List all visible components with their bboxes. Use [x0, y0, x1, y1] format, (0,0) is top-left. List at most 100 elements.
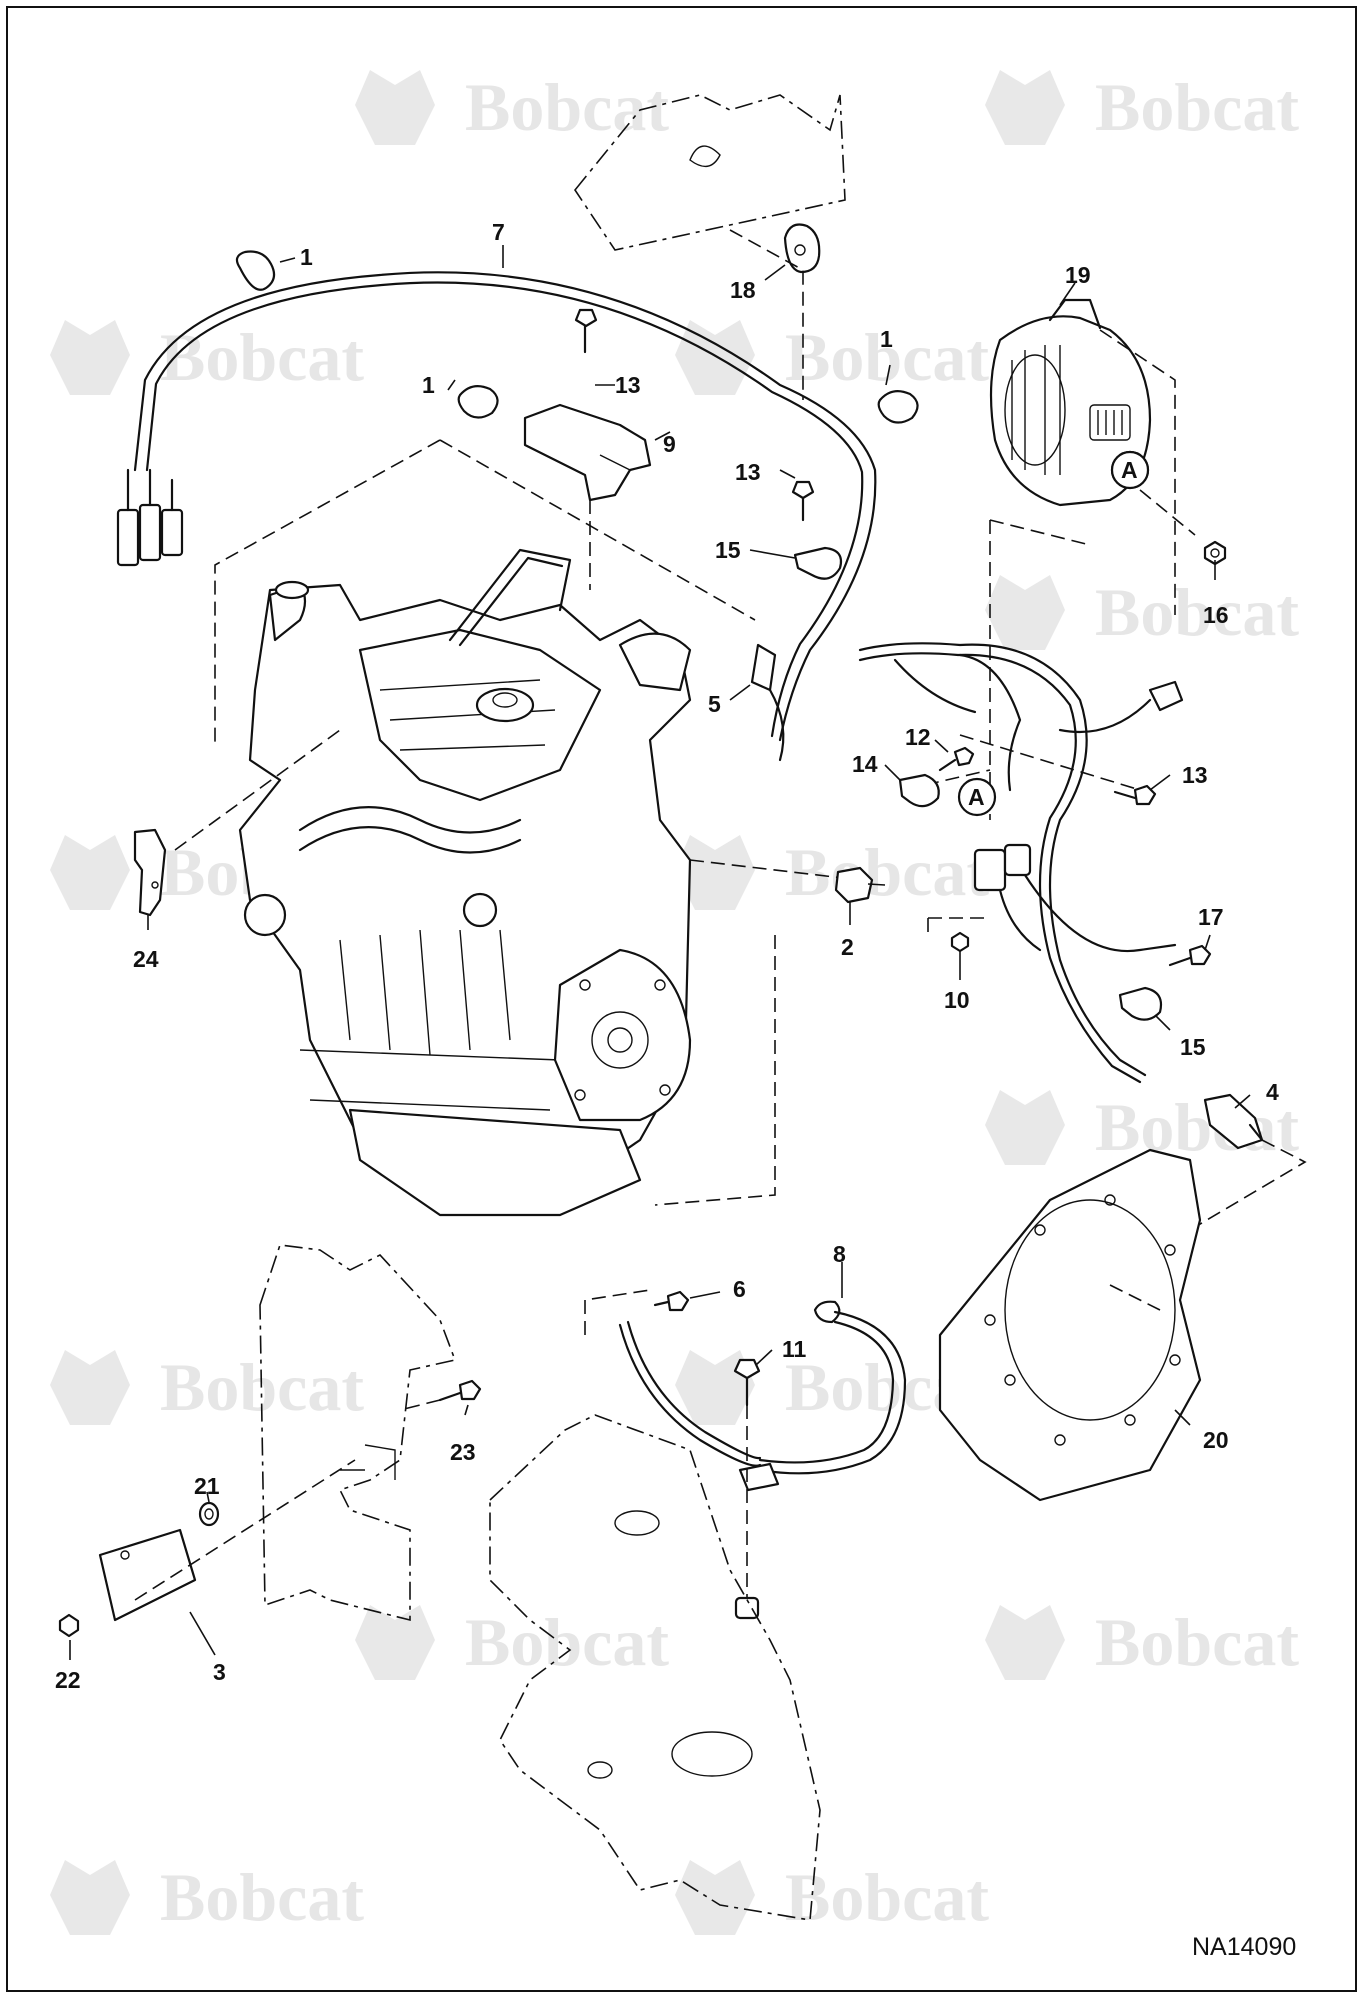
watermark-logo: Bobcat [50, 1859, 364, 1935]
nut-11-lower [734, 1596, 760, 1620]
right-harness [858, 642, 1147, 1077]
washer-21 [198, 1501, 220, 1527]
nut-16 [1203, 540, 1227, 566]
view-label-a-harness: A [968, 784, 985, 810]
callout-1-middle: 1 [422, 372, 435, 398]
view-label-circle-alternator [1110, 450, 1150, 490]
watermark-text: Bobcat [785, 834, 989, 910]
callout-20: 20 [1203, 1427, 1229, 1453]
callout-21: 21 [194, 1473, 220, 1499]
callout-18: 18 [730, 277, 756, 303]
watermark-logo: Bobcat [675, 834, 989, 910]
bolt-12 [938, 746, 975, 772]
watermark-logo: Bobcat [355, 69, 669, 145]
callout-line-18 [729, 229, 804, 400]
callout-12: 12 [905, 724, 931, 750]
callout-4: 4 [1266, 1079, 1279, 1105]
bolt-11 [733, 1358, 761, 1407]
watermark-text: Bobcat [1095, 1089, 1299, 1165]
harness-lead [893, 658, 977, 714]
adapter-plate-20 [938, 1148, 1202, 1502]
cover-3 [98, 1528, 197, 1622]
clamp-1-middle [457, 384, 499, 419]
callout-24: 24 [133, 946, 159, 972]
watermark-text: Bobcat [160, 1859, 364, 1935]
callout-line-2 [689, 859, 861, 881]
callout-7: 7 [492, 219, 505, 245]
callout-line-24 [174, 729, 341, 851]
callout-16: 16 [1203, 602, 1229, 628]
callout-3: 3 [213, 1659, 226, 1685]
callout-line-13r [959, 734, 1141, 791]
bolt-13-top [574, 308, 598, 354]
callout-2: 2 [841, 934, 854, 960]
harness-connector-block [973, 843, 1177, 953]
watermark-logo: Bobcat [985, 1604, 1299, 1680]
watermark-logo: Bobcat [985, 69, 1299, 145]
sensor-5 [750, 643, 785, 762]
callout-6: 6 [733, 1276, 746, 1302]
sensor-4-line [1189, 1139, 1307, 1231]
figure-id: NA14090 [1192, 1933, 1296, 1961]
callout-22: 22 [55, 1667, 81, 1693]
nut-10 [950, 931, 970, 953]
right-harness-inner [858, 652, 1142, 1084]
left-frame-inner [340, 1444, 396, 1480]
callout-1-right: 1 [880, 326, 893, 352]
lower-frame [489, 1414, 821, 1921]
bracket-24 [133, 828, 167, 917]
callouts: 1 7 1 13 1 1 9 18 19 13 15 16 5 12 14 13… [55, 219, 1279, 1693]
callout-15-mid: 15 [715, 537, 741, 563]
diagram-border [6, 6, 1357, 1992]
bolt-13-right [1113, 784, 1157, 806]
harness-connectors [116, 468, 184, 567]
engine-boundary-right [654, 935, 776, 1206]
watermark-text: Bobcat [1095, 69, 1299, 145]
watermark-text: Bobcat [465, 1604, 669, 1680]
callout-5: 5 [708, 691, 721, 717]
nut-22 [58, 1613, 80, 1638]
watermark-text: Bobcat [785, 1859, 989, 1935]
ground-cable-bound [584, 1289, 651, 1335]
clamp-1-right [877, 389, 919, 424]
leader-lines [69, 245, 1251, 1660]
watermark-logo: Bobcat [355, 1604, 669, 1680]
callout-11: 11 [782, 1336, 807, 1362]
harness-bound-line [989, 519, 1091, 546]
watermark-text: Bobcat [465, 69, 669, 145]
clip-18 [783, 223, 821, 274]
clamp-1-top-left [235, 250, 276, 291]
watermark-logo: Bobcat [985, 1089, 1299, 1165]
view-label-circle-harness [957, 777, 997, 817]
callout-8: 8 [833, 1241, 846, 1267]
bolt-23-axis [399, 1399, 441, 1411]
engine-block [238, 548, 692, 1217]
bolt-17 [1168, 944, 1212, 967]
watermark-text: Bobcat [1095, 574, 1299, 650]
frame-hole-3 [587, 1761, 613, 1779]
sensor-2 [834, 866, 886, 904]
plate-slot [689, 145, 721, 168]
left-frame [259, 1244, 457, 1622]
wire-harness-main-inner [145, 281, 864, 738]
ground-cable-8 [618, 1300, 907, 1492]
bolt-13-mid [791, 480, 815, 522]
harness-plug-right [1058, 680, 1184, 734]
watermark-logo: Bobcat [50, 1349, 364, 1425]
cover-3-axis [134, 1459, 356, 1601]
nut-10-bound [927, 917, 985, 935]
watermark-text: Bobcat [1095, 1604, 1299, 1680]
harness-lead-2 [958, 653, 1022, 792]
wire-harness-main [133, 271, 877, 742]
engine-boundary-left [214, 439, 441, 745]
watermark-logo: Bobcat [675, 1859, 989, 1935]
callout-14: 14 [852, 751, 878, 777]
clamp-14 [898, 773, 940, 808]
callout-17: 17 [1198, 904, 1224, 930]
bolt-23 [438, 1379, 482, 1402]
callout-13-mid: 13 [735, 459, 761, 485]
watermark-logo: Bobcat [50, 319, 364, 395]
clamp-15-mid [793, 546, 843, 580]
alternator-dash-bottom [1139, 489, 1196, 536]
